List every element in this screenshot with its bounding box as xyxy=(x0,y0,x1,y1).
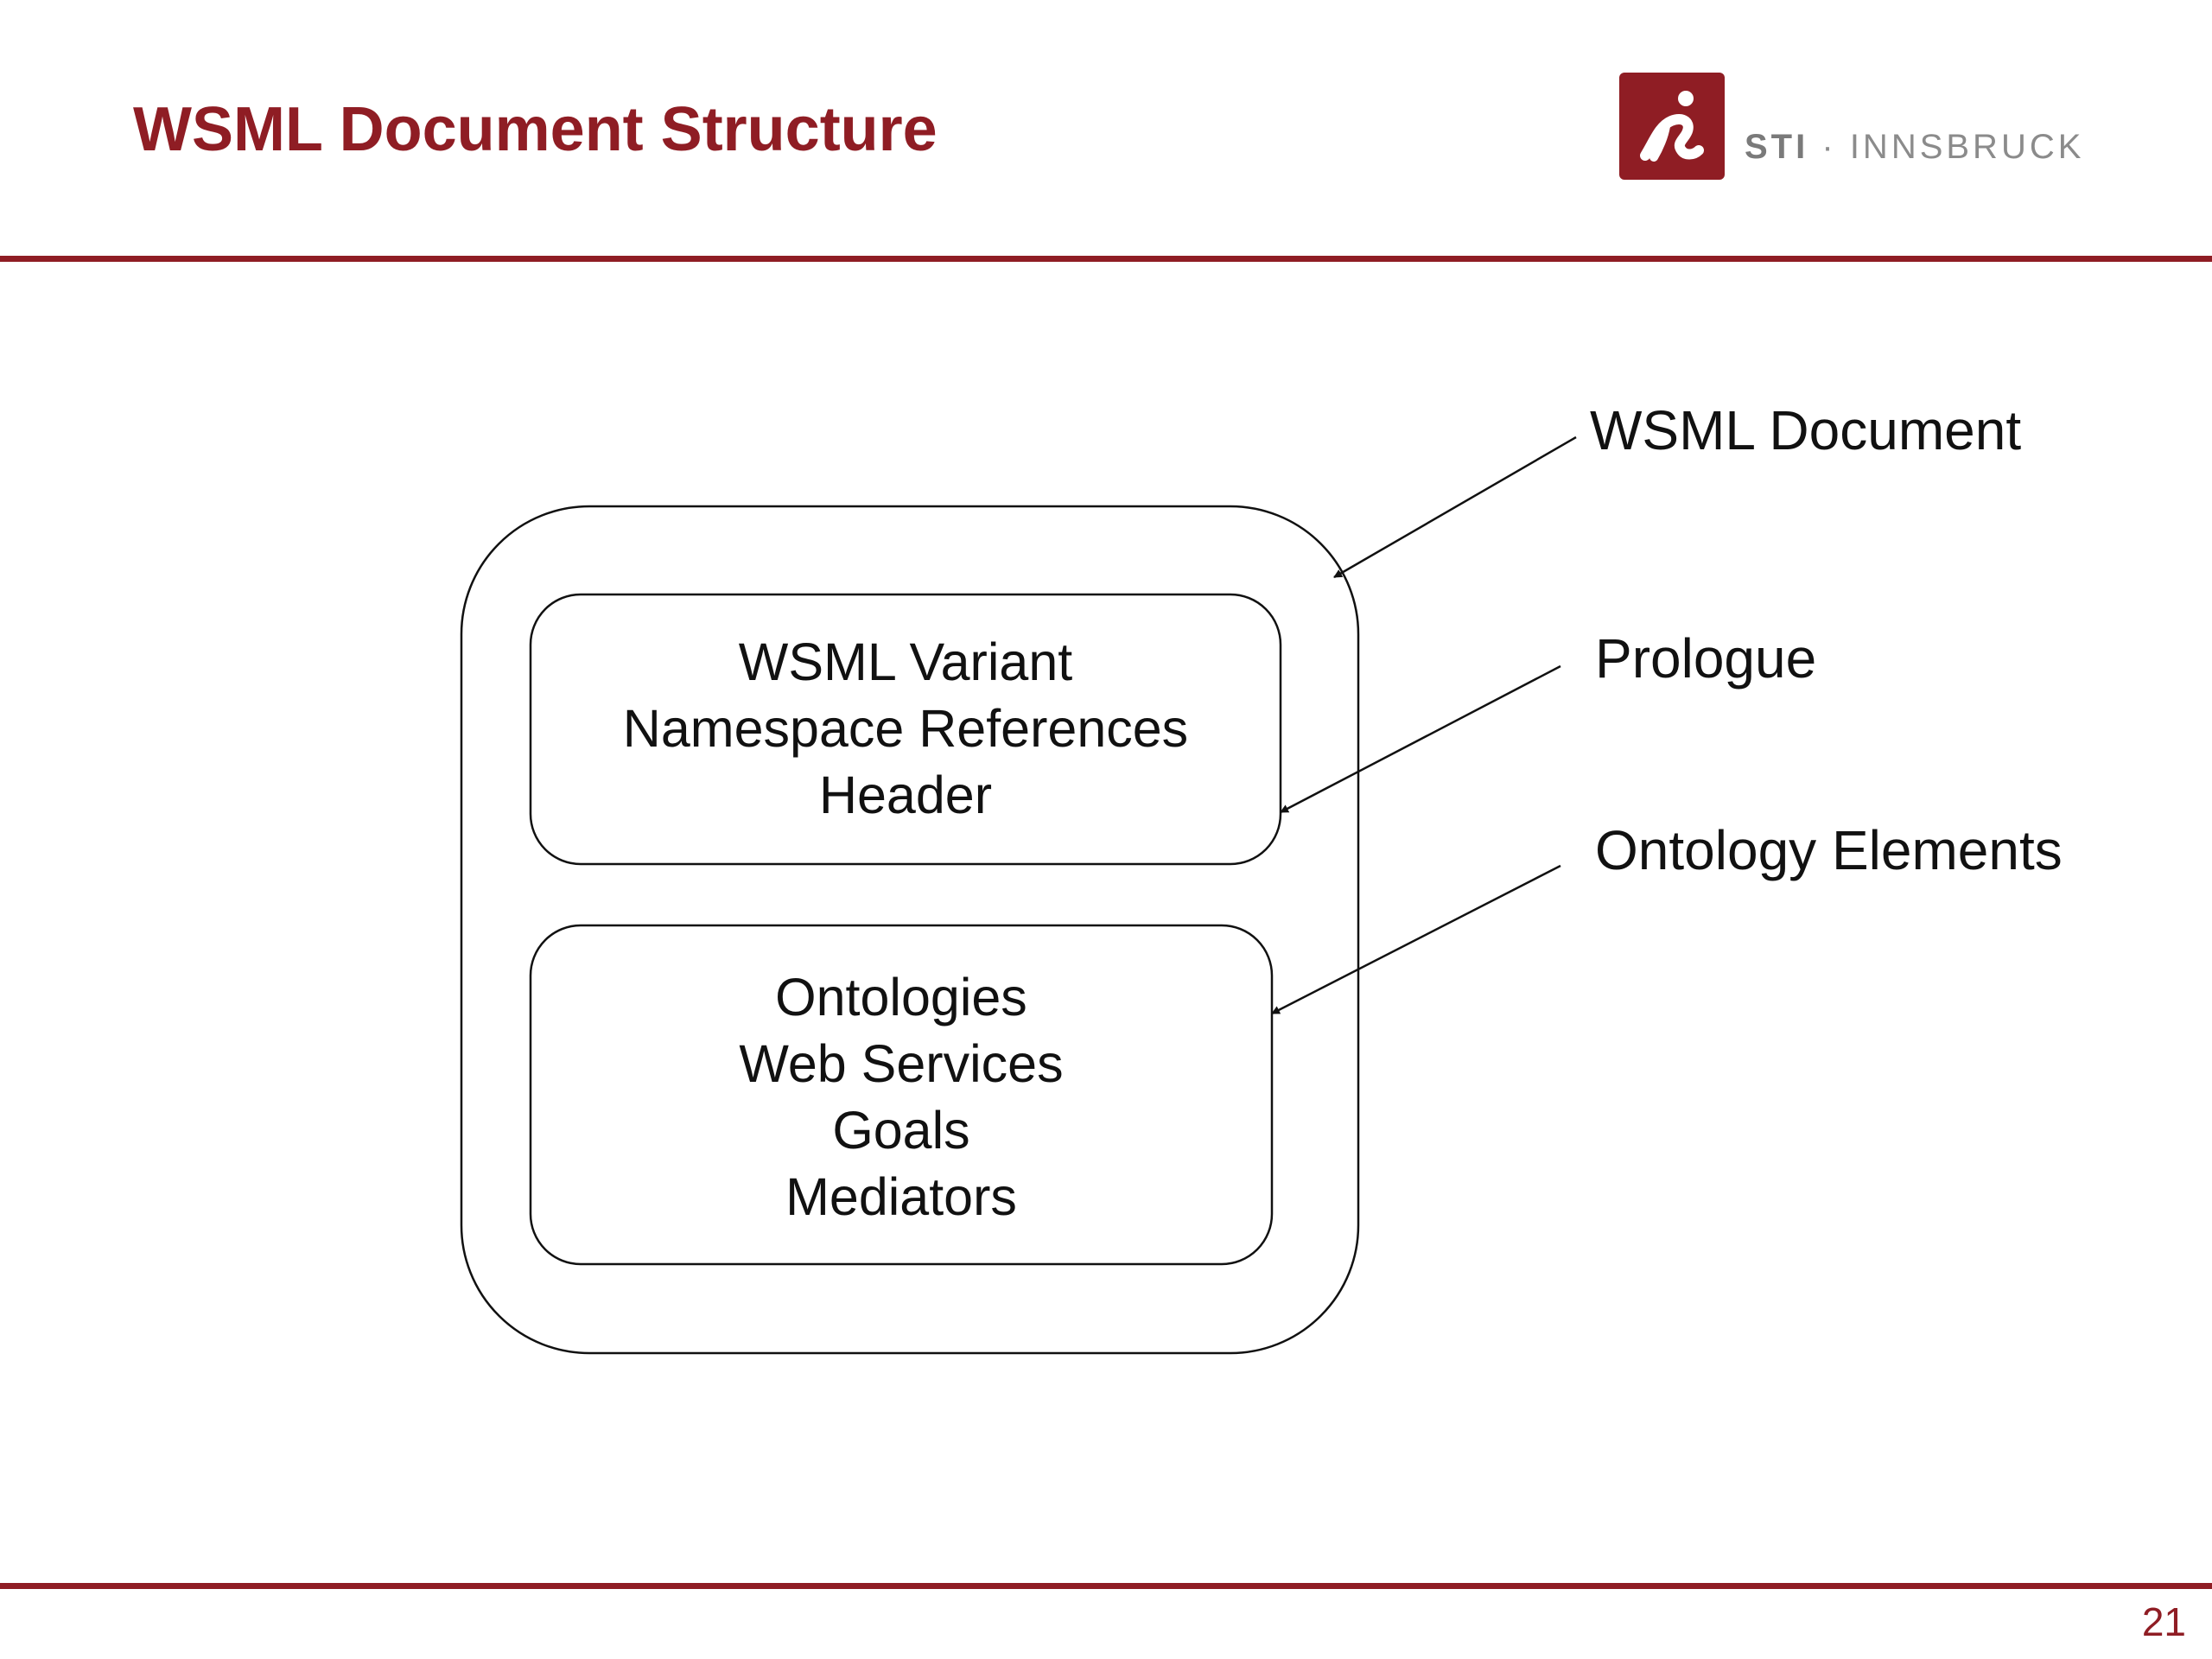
footer-rule xyxy=(0,1583,2212,1589)
logo-name-light: INNSBRUCK xyxy=(1849,128,2085,166)
prologue-callout-arrow xyxy=(1280,664,1561,814)
prologue-line-namespace-references: Namespace References xyxy=(622,699,1189,758)
ontology-elements-label: Ontology Elements xyxy=(1595,819,2063,881)
wsml-document-box xyxy=(460,505,1360,1355)
prologue-box-text: WSML Variant Namespace References Header xyxy=(531,629,1281,829)
slide-title: WSML Document Structure xyxy=(133,95,938,164)
elements-line-goals: Goals xyxy=(832,1101,970,1160)
prologue-box xyxy=(529,593,1282,866)
prologue-line-wsml-variant: WSML Variant xyxy=(738,632,1073,691)
ontology-elements-box xyxy=(529,924,1274,1266)
prologue-label: Prologue xyxy=(1595,627,1817,690)
page-number: 21 xyxy=(2141,1599,2186,1644)
prologue-line-header: Header xyxy=(818,766,993,824)
logo-name-bold: STI xyxy=(1745,128,1809,166)
elements-box-text: Ontologies Web Services Goals Mediators xyxy=(531,964,1272,1230)
sti-person-logo-icon xyxy=(1619,73,1725,180)
document-callout-arrow xyxy=(1333,435,1577,579)
elements-line-web-services: Web Services xyxy=(739,1034,1064,1093)
logo-wordmark: STI · INNSBRUCK xyxy=(1745,128,2084,167)
header-rule xyxy=(0,256,2212,262)
logo-separator: · xyxy=(1821,128,1837,166)
elements-line-mediators: Mediators xyxy=(785,1167,1017,1226)
elements-callout-arrow xyxy=(1271,864,1561,1015)
elements-line-ontologies: Ontologies xyxy=(775,968,1027,1027)
wsml-document-label: WSML Document xyxy=(1590,399,2022,461)
